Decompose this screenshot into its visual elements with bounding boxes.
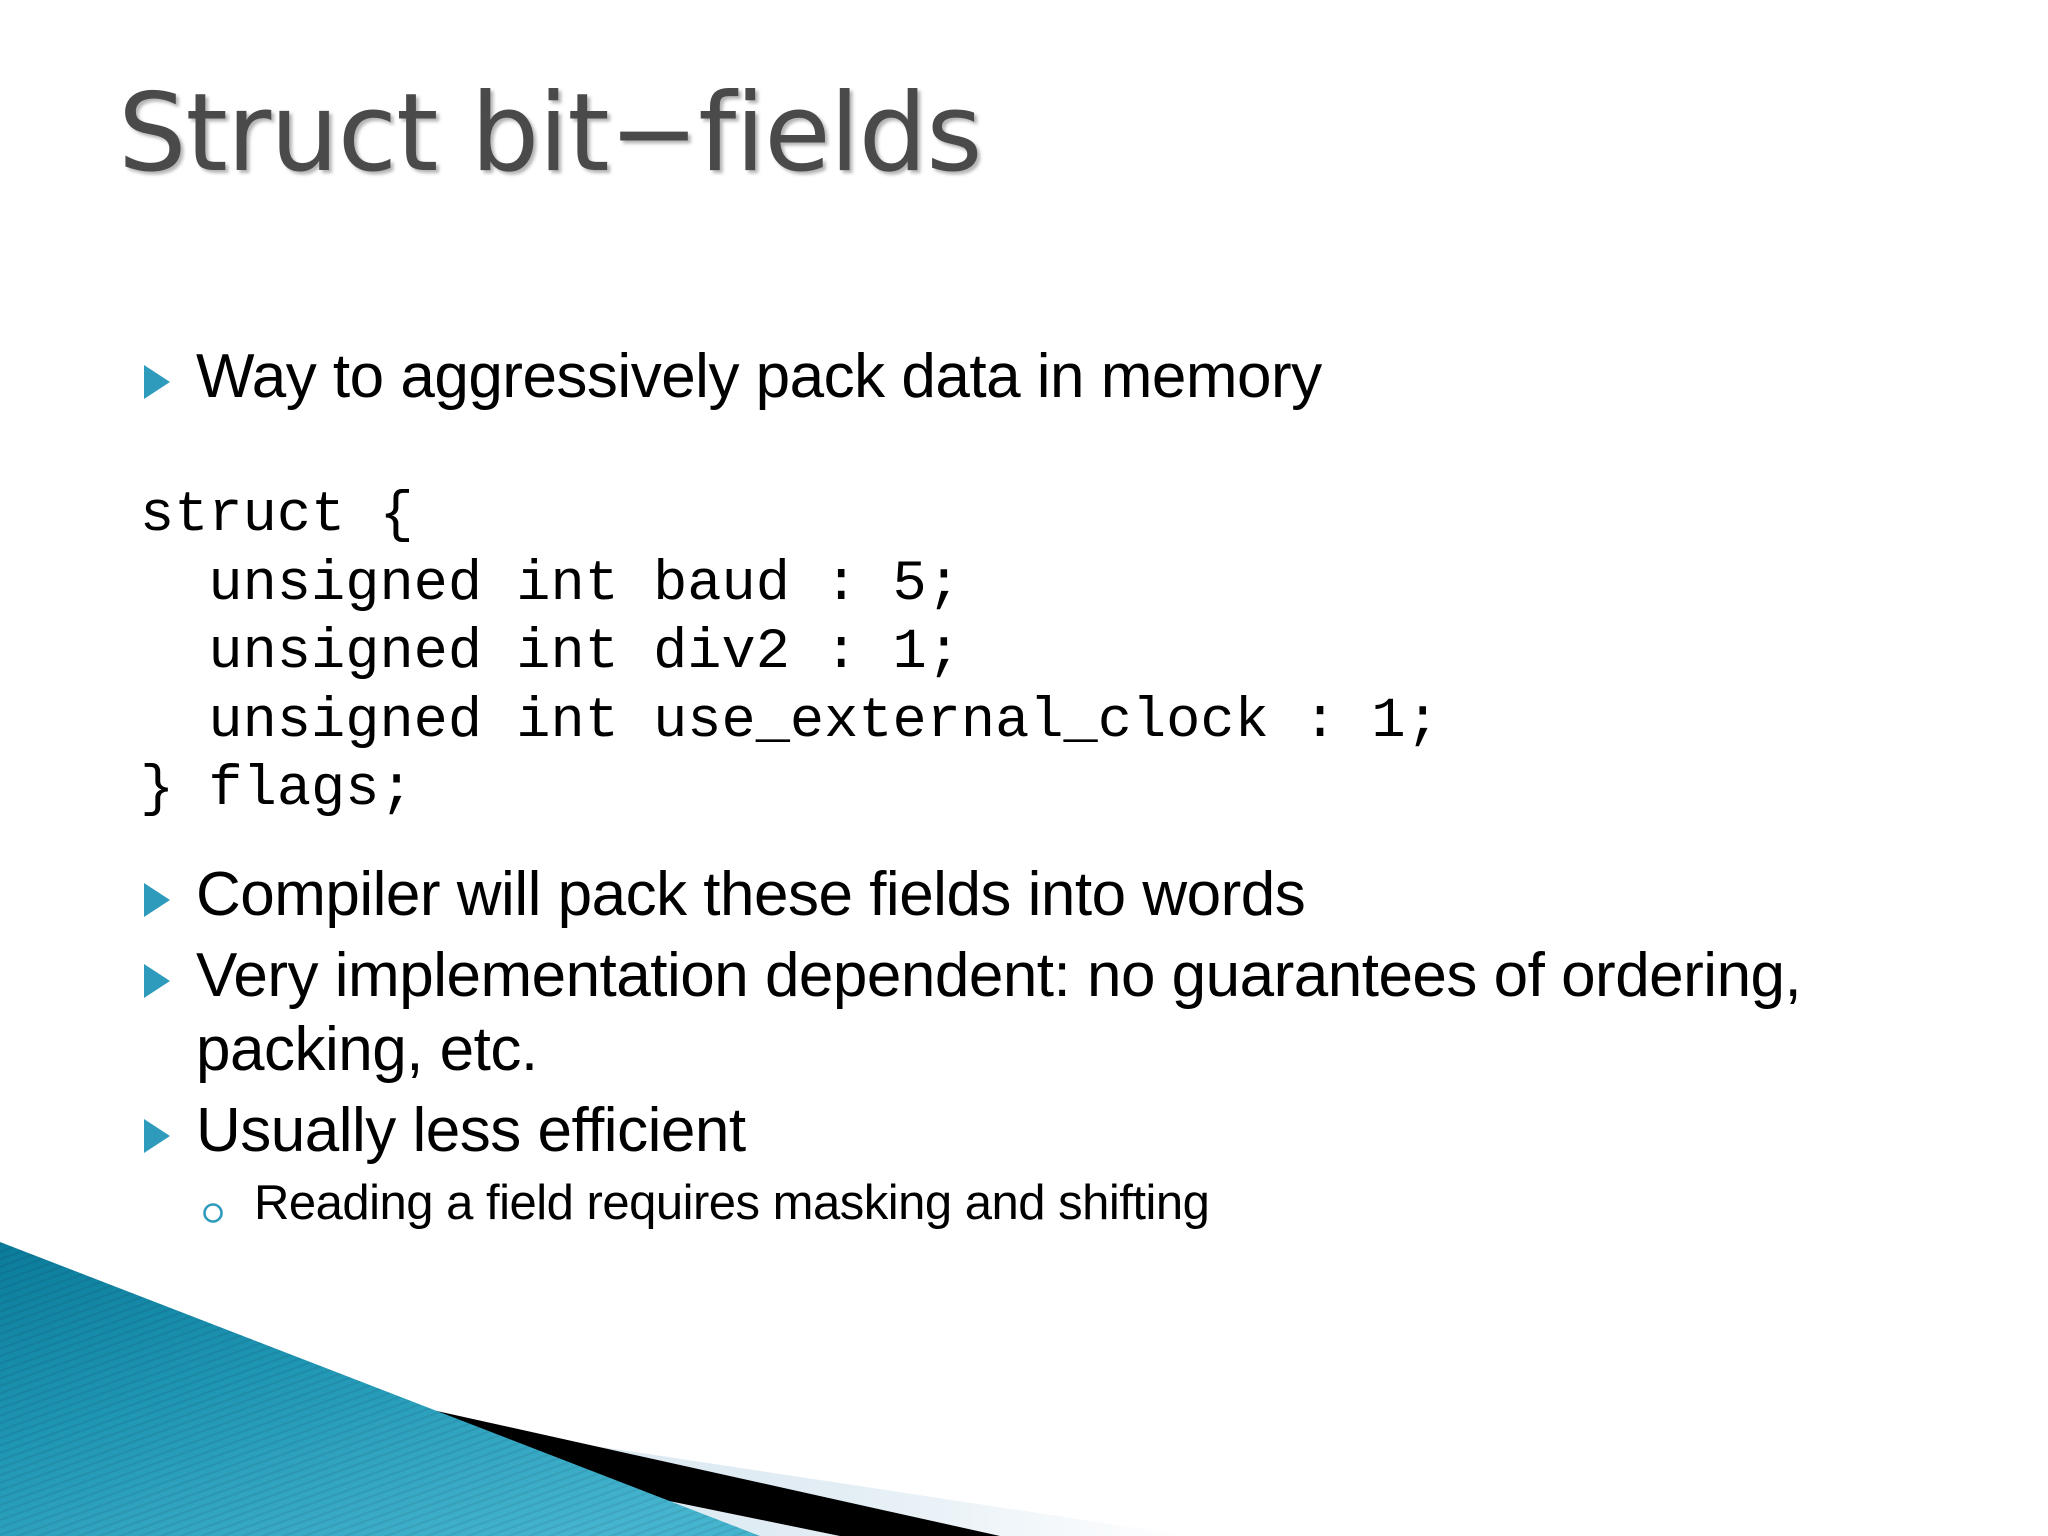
spacer bbox=[140, 842, 1940, 858]
list-item-sub-label: Reading a field requires masking and shi… bbox=[254, 1175, 1210, 1230]
page-title: Struct bit−fields bbox=[118, 71, 983, 196]
corner-decoration-graphic bbox=[0, 1206, 1250, 1536]
triangle-right-icon bbox=[140, 340, 196, 402]
list-item-label: Usually less efficient bbox=[196, 1095, 746, 1165]
triangle-right-icon bbox=[140, 858, 196, 920]
slide-body: Way to aggressively pack data in memory … bbox=[140, 340, 1940, 1233]
list-item-label: Very implementation dependent: no guaran… bbox=[196, 940, 1802, 1085]
list-item: Compiler will pack these fields into wor… bbox=[140, 858, 1940, 932]
list-item-label: Way to aggressively pack data in memory bbox=[196, 342, 1322, 411]
triangle-right-icon bbox=[140, 939, 196, 1001]
circle-outline-icon bbox=[200, 1174, 254, 1226]
list-item: Way to aggressively pack data in memory bbox=[140, 340, 1940, 414]
code-block: struct { unsigned int baud : 5; unsigned… bbox=[140, 484, 1440, 822]
triangle-right-icon bbox=[140, 1094, 196, 1156]
spacer bbox=[140, 420, 1940, 454]
list-item-label: Compiler will pack these fields into wor… bbox=[196, 860, 1306, 930]
list-item-sub: Reading a field requires masking and shi… bbox=[200, 1174, 1940, 1233]
list-item: Very implementation dependent: no guaran… bbox=[140, 939, 1940, 1088]
list-item: Usually less efficient bbox=[140, 1094, 1940, 1168]
